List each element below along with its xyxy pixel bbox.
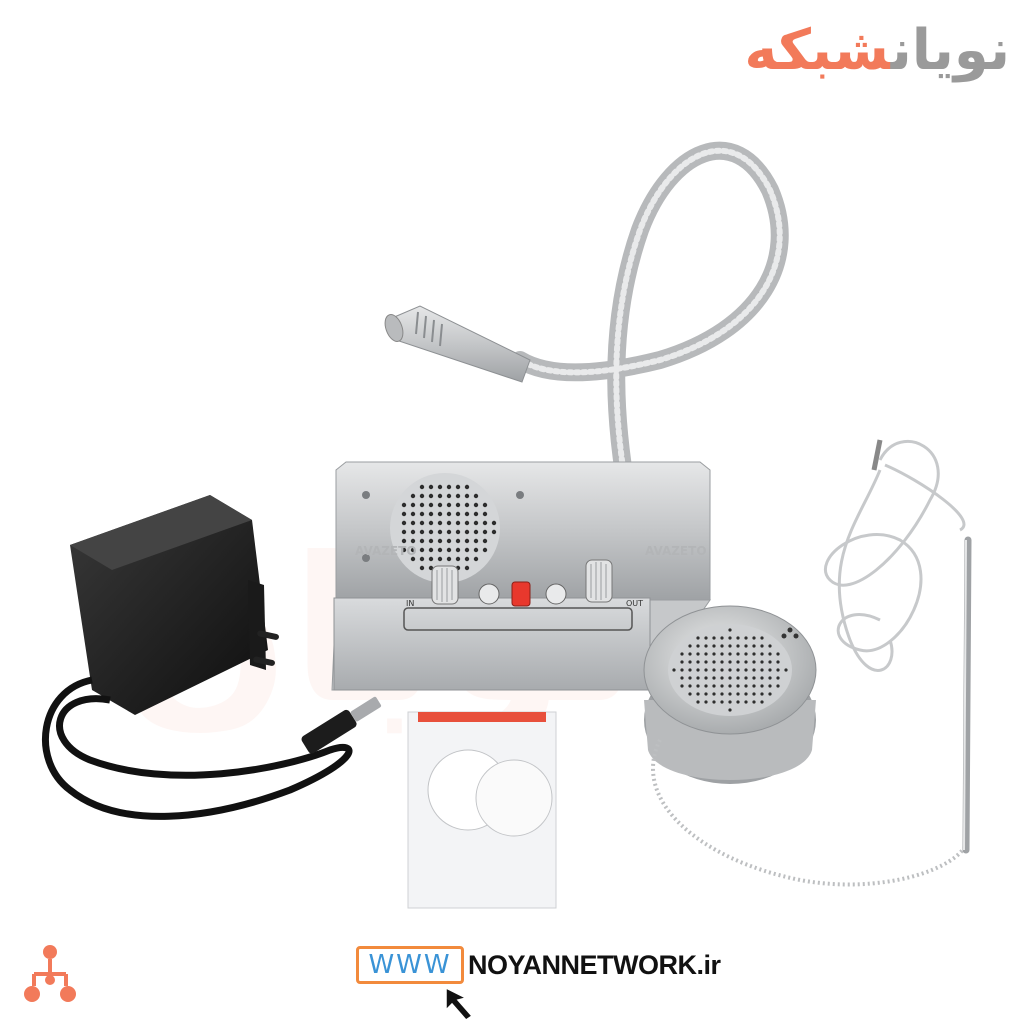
brand-word-orange: شبکه <box>744 18 892 83</box>
adhesive-pads-bag <box>407 711 557 909</box>
brand-word-gray: نویان <box>890 18 1012 83</box>
network-logo-icon <box>24 945 76 1002</box>
button-left <box>478 583 500 605</box>
cursor-arrow-icon <box>445 986 474 1021</box>
button-right <box>545 583 567 605</box>
watermark-text-left: AVAZETO <box>355 544 417 558</box>
url-domain-text[interactable]: NOYANNETWORK.ir <box>468 950 721 980</box>
console-speaker-grille <box>390 473 500 583</box>
coiled-audio-cable <box>823 439 966 672</box>
intercom-console: IN OUT AVAZETO AVAZETO <box>331 461 711 691</box>
speaker-cable <box>651 739 970 887</box>
external-speaker <box>643 605 817 784</box>
watermark-text-right: AVAZETO <box>645 544 707 558</box>
url-www-box[interactable]: WWW <box>356 946 464 984</box>
knob-left <box>431 565 459 605</box>
microphone-head <box>384 305 531 383</box>
label-out: OUT <box>626 599 643 608</box>
power-button-red <box>511 581 531 607</box>
dc-plug <box>301 696 382 754</box>
power-adapter <box>70 495 279 715</box>
brand-logo-text: نویانشبکه <box>744 18 1012 83</box>
adapter-cable <box>41 676 353 820</box>
metal-probe <box>962 536 972 854</box>
knob-right <box>585 559 613 603</box>
label-in: IN <box>406 599 414 608</box>
